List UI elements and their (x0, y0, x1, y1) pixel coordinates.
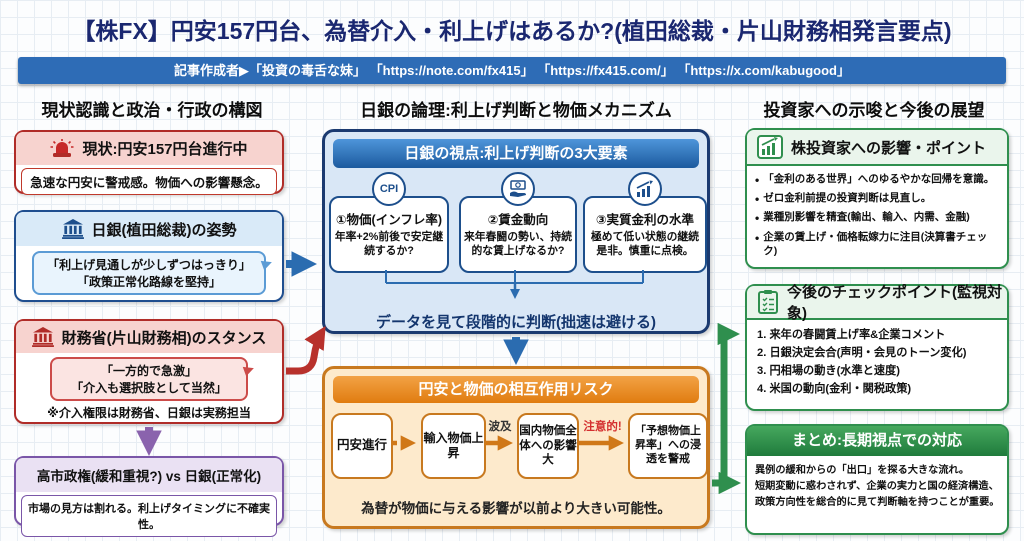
boj-quote-1: 「利上げ見通しが少しずつはっきり」 (47, 258, 251, 272)
factor-box-wage: ②賃金動向 来年春闘の勢い、持続的な賃上げなるか? (459, 172, 577, 273)
status-box: 現状:円安157円台進行中 急速な円安に警戒感。物価への影響懸念。 (14, 130, 284, 195)
boj-stance-title: 日銀(植田総裁)の姿勢 (91, 221, 237, 239)
impact-bullet: ゼロ金利前提の投資判断は見直し。 (755, 191, 1001, 207)
boj-stance-box: 日銀(植田総裁)の姿勢 「利上げ見通しが少しずつはっきり」 「政策正常化路線を堅… (14, 210, 284, 302)
factor-wage-title: ②賃金動向 (487, 213, 549, 227)
column-header-left: 現状認識と政治・行政の構図 (41, 101, 263, 120)
byline-bar: 記事作成者▶「投資の毒舌な妹」 「https://note.com/fx415」… (18, 57, 1006, 84)
impact-bullet: 「金利のある世界」へのゆるやかな回帰を意識。 (755, 172, 1001, 188)
checkpoints-box-title: 今後のチェックポイント(監視対象) (787, 284, 1002, 322)
checkpoint-item: 1. 来年の春闘賃上げ率&企業コメント (757, 329, 946, 341)
status-box-title: 現状:円安157円台進行中 (82, 141, 248, 158)
checkpoints-box: 今後のチェックポイント(監視対象) 1. 来年の春闘賃上げ率&企業コメント 2.… (745, 284, 1009, 411)
conflict-title: 高市政権(緩和重視?) vs 日銀(正常化) (36, 469, 262, 484)
factor-wage-body: 来年春闘の勢い、持続的な賃上げなるか? (464, 231, 572, 258)
impact-box: 株投資家への影響・ポイント 「金利のある世界」へのゆるやかな回帰を意識。 ゼロ金… (745, 128, 1009, 269)
risk-box: 円安と物価の相互作用リスク 円安進行 輸入物価上昇 国内物価全体への影響大 「予… (322, 366, 710, 529)
checkpoint-item: 4. 米国の動向(金利・関税政策) (757, 382, 912, 395)
wage-icon (501, 172, 535, 206)
risk-footer: 為替が物価に与える影響が以前より大きい可能性。 (361, 501, 671, 516)
factor-rate-body: 極めて低い状態の継続是非。慎重に点検。 (591, 231, 699, 258)
bank-icon (31, 327, 54, 347)
cpi-badge: CPI (372, 172, 406, 206)
summary-line: 短期変動に惑わされず、企業の実力と国の経済構造、 (755, 480, 999, 492)
impact-bullet: 企業の賃上げ・価格転嫁力に注目(決算書チェック) (755, 230, 1001, 258)
mof-quote-2: 「介入も選択肢として当然」 (71, 381, 227, 395)
factor-price-title: ①物価(インフレ率) (335, 213, 443, 227)
checkpoint-item: 2. 日銀決定会合(声明・会見のトーン変化) (757, 346, 967, 359)
column-header-right: 投資家への示唆と今後の展望 (763, 101, 985, 120)
summary-box: まとめ:長期視点での対応 異例の緩和からの「出口」を探る大きな流れ。 短期変動に… (745, 424, 1009, 535)
rate-icon (628, 172, 662, 206)
bank-icon (61, 219, 84, 239)
factor-rate-title: ③実質金利の水準 (595, 213, 695, 227)
summary-box-title: まとめ:長期視点での対応 (747, 426, 1007, 456)
page-title: 【株FX】円安157円台、為替介入・利上げはあるか?(植田総裁・片山財務相発言要… (72, 18, 952, 44)
summary-line: 政策方向性を総合的に見て判断軸を持つことが重要。 (755, 496, 1000, 508)
mof-quote-bubble: 「一方的で急激」 「介入も選択肢として当然」 (50, 357, 248, 401)
mof-stance-title: 財務省(片山財務相)のスタンス (61, 329, 267, 347)
chart-icon (757, 135, 783, 159)
factor-price-body: 年率+2%前後で安定継続するか? (334, 231, 444, 258)
mof-quote-1: 「一方的で急激」 (100, 364, 197, 378)
intervention-note: ※介入権限は財務省、日銀は実務担当 (47, 406, 251, 420)
conflict-body: 市場の見方は割れる。利上げタイミングに不確実性。 (21, 495, 277, 537)
mof-stance-box: 財務省(片山財務相)のスタンス 「一方的で急激」 「介入も選択肢として当然」 ※… (14, 319, 284, 424)
conflict-box: 高市政権(緩和重視?) vs 日銀(正常化) 市場の見方は割れる。利上げタイミン… (14, 456, 284, 537)
boj-quote-2: 「政策正常化路線を堅持」 (76, 275, 221, 289)
factor-box-price: CPI ①物価(インフレ率) 年率+2%前後で安定継続するか? (329, 172, 449, 273)
status-box-body: 急速な円安に警戒感。物価への影響懸念。 (21, 168, 277, 195)
flow-box-expected-inflation: 「予想物価上昇率」への浸透を警戒 (628, 413, 708, 479)
flow-box-domestic-prices: 国内物価全体への影響大 (517, 413, 579, 479)
checklist-icon (757, 290, 779, 314)
summary-line: 異例の緩和からの「出口」を探る大きな流れ。 (755, 465, 970, 476)
stepwise-judgement-note: データを見て段階的に判断(拙速は避ける) (376, 314, 656, 331)
risk-box-title: 円安と物価の相互作用リスク (333, 376, 699, 403)
impact-bullet: 業種別影響を精査(輸出、輸入、内需、金融) (755, 210, 1001, 226)
flow-box-yen-depreciation: 円安進行 (331, 413, 393, 479)
spread-label: 波及 (488, 421, 512, 433)
flow-box-import-prices: 輸入物価上昇 (421, 413, 486, 479)
siren-icon (50, 138, 74, 159)
boj-view-title: 日銀の視点:利上げ判断の3大要素 (333, 139, 699, 168)
caution-label: 注意的! (583, 421, 622, 433)
boj-view-box: 日銀の視点:利上げ判断の3大要素 CPI ①物価(インフレ率) 年率+2%前後で… (322, 129, 710, 334)
factor-box-rate: ③実質金利の水準 極めて低い状態の継続是非。慎重に点検。 (583, 172, 707, 273)
boj-quote-bubble: 「利上げ見通しが少しずつはっきり」 「政策正常化路線を堅持」 (32, 251, 266, 295)
impact-box-title: 株投資家への影響・ポイント (791, 139, 987, 157)
checkpoint-item: 3. 円相場の動き(水準と速度) (757, 364, 900, 377)
column-header-middle: 日銀の論理:利上げ判断と物価メカニズム (360, 101, 672, 120)
cpi-badge-label: CPI (379, 183, 399, 195)
